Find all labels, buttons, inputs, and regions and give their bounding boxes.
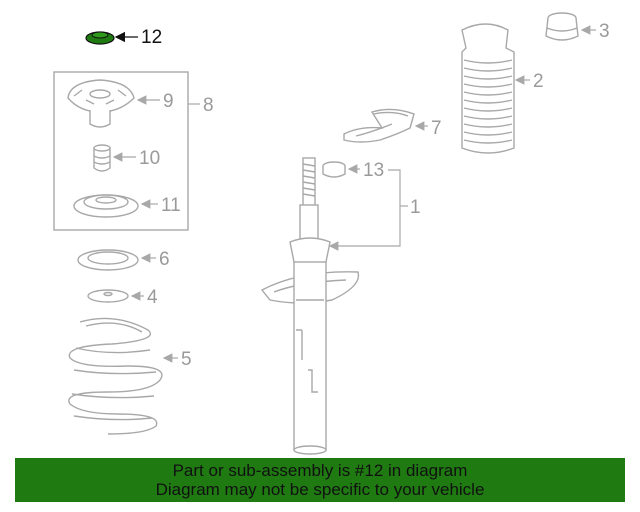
callout-9: 9 — [163, 91, 174, 112]
callout-12: 12 — [141, 27, 162, 48]
part-13-cap[interactable] — [322, 161, 360, 178]
callout-1-leader — [328, 169, 401, 251]
callout-6: 6 — [159, 249, 170, 270]
callout-11: 11 — [161, 195, 181, 216]
part-5-coil-spring[interactable] — [68, 317, 178, 435]
callout-4: 4 — [147, 287, 158, 308]
part-11-bearing[interactable] — [73, 194, 158, 218]
parts-diagram: 12 8 9 10 11 6 4 — [53, 12, 610, 455]
part-9-strut-mount[interactable] — [67, 79, 160, 128]
callout-8: 8 — [203, 95, 214, 116]
part-12-mount[interactable] — [85, 31, 138, 45]
callout-1: 1 — [410, 197, 421, 218]
part-1-strut[interactable] — [260, 157, 360, 455]
info-banner: Part or sub-assembly is #12 in diagram D… — [15, 458, 625, 502]
part-10-bump-stop[interactable] — [93, 144, 136, 172]
part-3-top-bumper[interactable] — [545, 12, 596, 41]
part-7-bracket[interactable] — [343, 108, 428, 143]
banner-line-2: Diagram may not be specific to your vehi… — [155, 480, 485, 499]
part-2-dust-boot[interactable] — [461, 23, 530, 154]
group-8-box — [53, 71, 189, 231]
callout-13: 13 — [363, 160, 384, 181]
part-4-insulator[interactable] — [87, 289, 144, 303]
callout-5: 5 — [181, 349, 192, 370]
banner-line-1: Part or sub-assembly is #12 in diagram — [172, 461, 468, 480]
callout-2: 2 — [533, 71, 544, 92]
callout-10: 10 — [139, 148, 160, 169]
callout-3: 3 — [599, 21, 610, 42]
part-6-spring-seat[interactable] — [77, 249, 156, 271]
callout-7: 7 — [431, 118, 442, 139]
